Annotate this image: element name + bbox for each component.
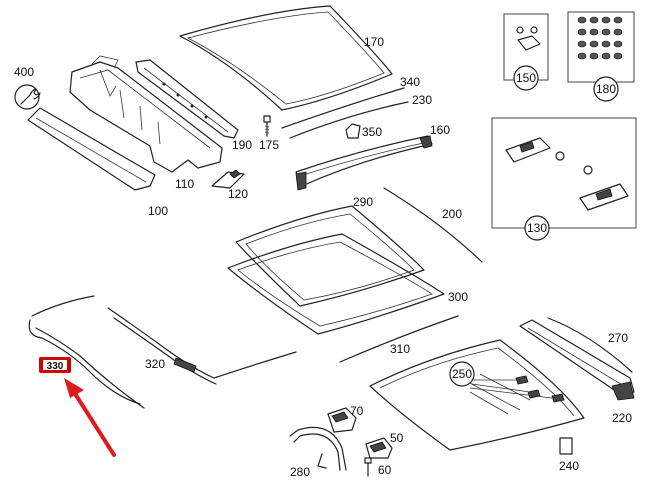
label-130: 130 <box>527 221 547 235</box>
label-280: 280 <box>290 465 310 479</box>
part-400-wrench-icon <box>14 84 41 110</box>
label-150-circle: 150 <box>513 65 539 91</box>
label-220: 220 <box>612 411 632 425</box>
label-320: 320 <box>145 357 165 371</box>
callout-180-box <box>567 11 635 83</box>
label-330: 330 <box>47 361 64 372</box>
label-175: 175 <box>259 138 279 152</box>
label-250-circle: 250 <box>449 361 553 399</box>
part-170-roof-panel <box>179 5 393 111</box>
label-270: 270 <box>608 331 628 345</box>
label-130-circle: 130 <box>524 215 550 241</box>
label-180-circle: 180 <box>593 76 619 102</box>
callout-130-box <box>491 117 637 229</box>
label-100: 100 <box>148 204 168 218</box>
label-120: 120 <box>228 187 248 201</box>
part-160-deflector <box>295 135 433 191</box>
part-250-headliner <box>369 339 585 451</box>
part-270-rail <box>519 317 635 395</box>
label-70: 70 <box>350 404 364 418</box>
part-190-rail <box>135 59 239 139</box>
part-175-bolt <box>263 115 271 137</box>
part-300-seal <box>227 233 445 335</box>
label-50: 50 <box>390 431 404 445</box>
part-340-strip <box>281 87 405 129</box>
part-240-module <box>559 437 573 455</box>
label-190: 190 <box>232 138 252 152</box>
label-310: 310 <box>390 342 410 356</box>
label-250: 250 <box>452 367 472 381</box>
part-350-clip <box>345 123 361 139</box>
label-200: 200 <box>442 207 462 221</box>
part-110-frame <box>69 55 223 173</box>
label-60: 60 <box>378 463 392 477</box>
part-230-strip <box>289 101 409 139</box>
label-400: 400 <box>14 65 34 79</box>
part-310-strip <box>339 315 459 363</box>
part-220-rail <box>611 381 635 401</box>
label-350: 350 <box>362 125 382 139</box>
label-180: 180 <box>596 82 616 96</box>
highlight-330: 330 <box>39 357 71 373</box>
part-290-seal <box>235 205 425 307</box>
part-50-bracket <box>365 437 393 459</box>
part-70-bracket <box>327 407 357 433</box>
highlight-330-inner <box>43 360 67 370</box>
label-340: 340 <box>400 75 420 89</box>
part-100-trim-panel <box>27 107 156 191</box>
label-300: 300 <box>448 290 468 304</box>
part-120-bracket <box>211 169 245 189</box>
red-arrow-icon <box>64 378 116 457</box>
part-60-screw <box>364 457 372 477</box>
label-290: 290 <box>353 195 373 209</box>
label-230: 230 <box>412 93 432 107</box>
label-240: 240 <box>559 459 579 473</box>
label-110: 110 <box>175 177 194 191</box>
part-280-cable <box>289 426 347 471</box>
label-170: 170 <box>364 35 384 49</box>
part-330-hose <box>28 295 297 409</box>
label-160: 160 <box>430 123 450 137</box>
part-200-strip <box>383 187 483 263</box>
label-150: 150 <box>516 71 536 85</box>
